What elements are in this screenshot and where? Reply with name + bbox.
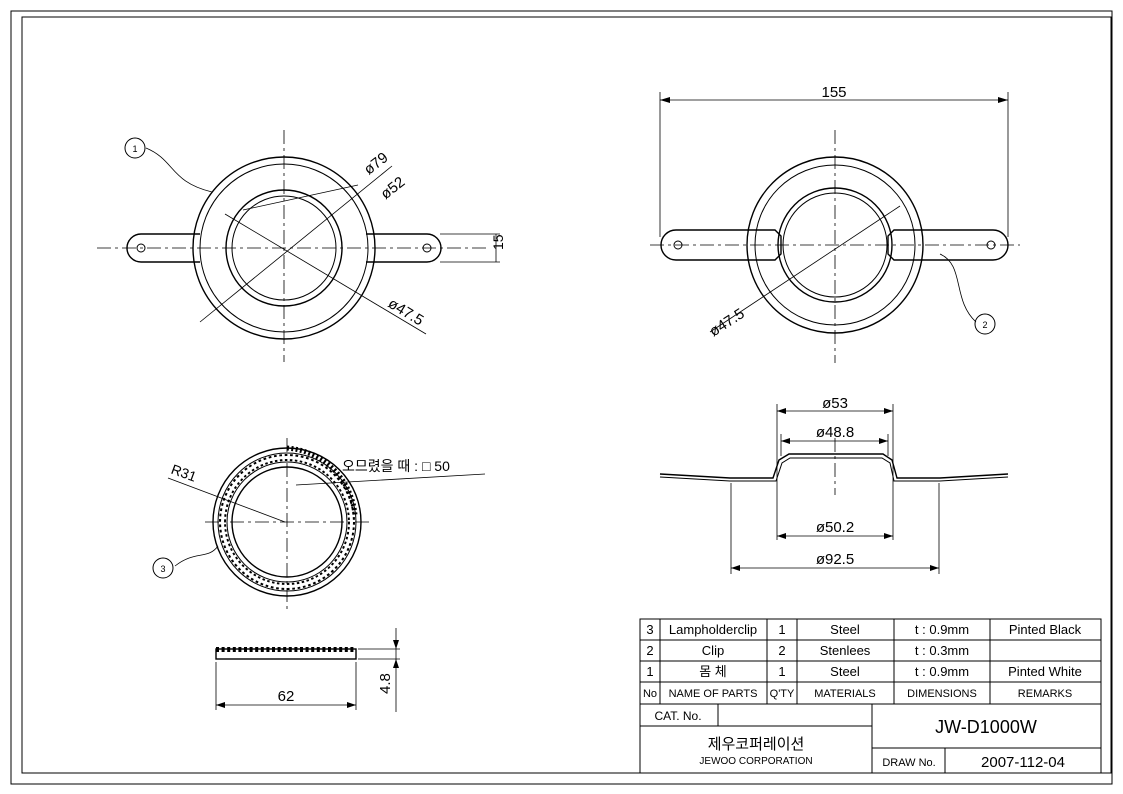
balloon-1: 1 [124,137,146,159]
dim-d48-8: ø48.8 [816,424,854,441]
svg-text:2: 2 [646,643,653,658]
inner-frame [21,16,1112,774]
svg-text:Pinted Black: Pinted Black [1009,622,1082,637]
model-number: JW-D1000W [935,717,1037,737]
svg-text:Clip: Clip [702,643,724,658]
svg-text:1: 1 [778,622,785,637]
svg-text:2: 2 [778,643,785,658]
svg-text:t : 0.9mm: t : 0.9mm [915,664,969,679]
draw-no-label: DRAW No. [882,757,935,769]
svg-text:Pinted White: Pinted White [1008,664,1082,679]
svg-text:1: 1 [132,144,137,154]
dim-length-62: 62 [278,688,295,705]
svg-text:Steel: Steel [830,664,860,679]
dim-height-15: 15 [490,234,506,250]
dim-d47-5-left: ø47.5 [385,295,427,329]
dim-d79: ø79 [361,149,392,178]
bom-row-1: 1 몸 체 1 Steel t : 0.9mm Pinted White [646,664,1081,679]
top-view-right [650,92,1020,363]
bom-row-2: 2 Clip 2 Stenlees t : 0.3mm [646,643,969,658]
dim-width-155: 155 [821,84,846,101]
draw-number: 2007-112-04 [981,754,1065,771]
dim-height-4-8: 4.8 [377,673,394,694]
svg-text:3: 3 [160,564,165,574]
company-name-en: JEWOO CORPORATION [699,756,812,767]
company-name-kr: 제우코퍼레이션 [708,736,805,753]
svg-text:2: 2 [982,320,987,330]
top-view-left [97,130,500,362]
svg-text:t : 0.9mm: t : 0.9mm [915,622,969,637]
balloon-3: 3 [152,557,174,579]
strip-view [215,628,400,712]
dim-d53: ø53 [822,395,848,412]
balloon-2: 2 [974,313,996,335]
svg-text:3: 3 [646,622,653,637]
svg-text:REMARKS: REMARKS [1018,688,1072,700]
svg-text:NAME OF PARTS: NAME OF PARTS [669,688,758,700]
svg-text:1: 1 [778,664,785,679]
svg-text:몸 체: 몸 체 [699,664,727,679]
cat-no-label: CAT. No. [654,709,701,723]
dim-r31: R31 [169,461,199,485]
svg-text:Stenlees: Stenlees [820,643,871,658]
title-block [639,703,1102,774]
svg-text:Q'TY: Q'TY [770,688,795,700]
clip-note: 오므렸을 때 : □ 50 [342,458,450,474]
dim-d50-2: ø50.2 [816,519,854,536]
clip-view [167,438,486,610]
bom-header-row: No NAME OF PARTS Q'TY MATERIALS DIMENSIO… [643,688,1072,700]
svg-text:Steel: Steel [830,622,860,637]
outer-frame [10,10,1113,785]
bom-row-3: 3 Lampholderclip 1 Steel t : 0.9mm Pinte… [646,622,1081,637]
svg-text:t : 0.3mm: t : 0.3mm [915,643,969,658]
svg-text:1: 1 [646,664,653,679]
section-view [659,404,1009,574]
svg-text:DIMENSIONS: DIMENSIONS [907,688,977,700]
dim-d47-5-right: ø47.5 [706,305,747,340]
svg-text:MATERIALS: MATERIALS [814,688,876,700]
bom-table [639,618,1102,705]
dim-d92-5: ø92.5 [816,551,854,568]
svg-text:Lampholderclip: Lampholderclip [669,622,757,637]
dim-d52: ø52 [377,174,408,203]
svg-text:No: No [643,688,657,700]
